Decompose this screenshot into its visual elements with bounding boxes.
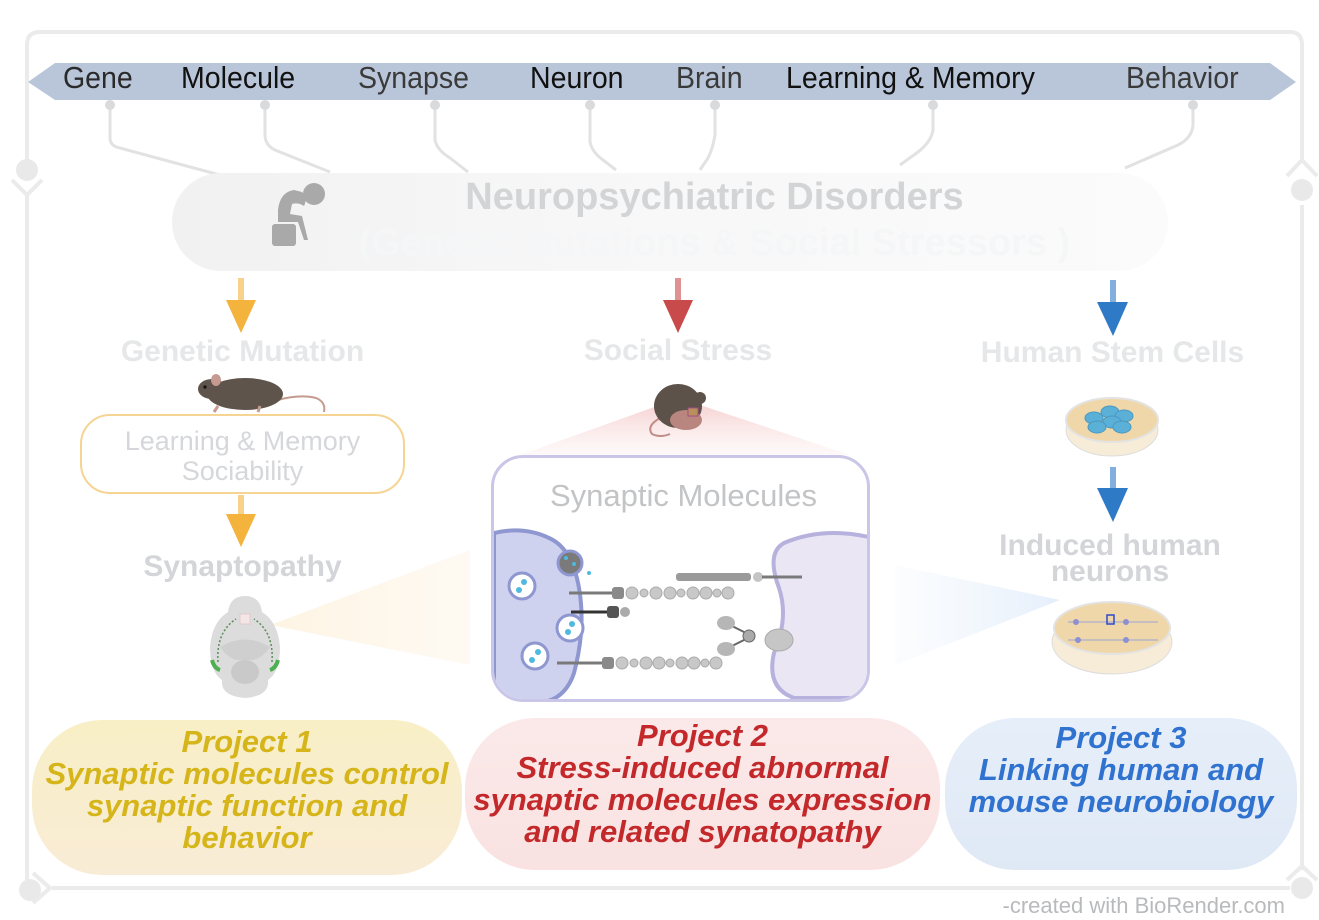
zoom-cone-project2 xyxy=(520,405,850,455)
scale-label-neuron: Neuron xyxy=(530,60,624,95)
stem-cell-dish-icon xyxy=(1065,397,1159,457)
disorders-banner xyxy=(172,173,1168,271)
scale-label-brain: Brain xyxy=(676,60,743,95)
stressed-mouse-icon xyxy=(649,384,706,437)
disorders-subtitle: (Genetic Mutations & Social Stressors ) xyxy=(358,222,1071,264)
project-1-card: Project 1 Synaptic molecules control syn… xyxy=(32,720,462,875)
project-1-line-2: synaptic function and xyxy=(86,788,408,823)
scale-label-synapse: Synapse xyxy=(358,60,469,95)
learning-memory-sociability-box: Learning & Memory Sociability xyxy=(80,414,405,494)
project-2-line-1: Stress-induced abnormal xyxy=(516,750,889,785)
outer-frame xyxy=(10,30,1319,905)
project-2-line-2: synaptic molecules expression xyxy=(473,782,932,817)
neurons-text: neurons xyxy=(1050,555,1170,588)
project-2-title: Project 2 xyxy=(637,718,768,753)
project-3-title: Project 3 xyxy=(1055,720,1187,755)
human-stem-cells-title: Human Stem Cells xyxy=(980,336,1245,369)
scale-connectors xyxy=(108,105,1195,177)
scale-label-learning-memory: Learning & Memory xyxy=(786,60,1035,95)
scale-ticks xyxy=(105,100,1198,110)
project-2-card: Project 2 Stress-induced abnormal synapt… xyxy=(465,718,940,870)
project-1-title: Project 1 xyxy=(181,724,313,759)
synaptic-molecules-title: Synaptic Molecules xyxy=(549,478,818,513)
project-1-line-1: Synaptic molecules control xyxy=(45,756,449,791)
disorders-title: Neuropsychiatric Disorders xyxy=(465,176,964,218)
biorender-credit: -created with BioRender.com xyxy=(1002,893,1285,918)
scale-label-molecule: Molecule xyxy=(181,60,296,95)
project-3-line-1: Linking human and xyxy=(978,752,1264,787)
genetic-mutation-title: Genetic Mutation xyxy=(120,335,365,368)
scale-label-behavior: Behavior xyxy=(1126,60,1239,95)
person-distressed-icon xyxy=(272,183,325,246)
project-3-line-2: mouse neurobiology xyxy=(968,784,1274,819)
arrow-synaptopathy xyxy=(226,495,256,547)
arrow-human-stem-cells xyxy=(1097,280,1128,336)
scale-bar xyxy=(28,63,1296,100)
zoom-cone-project1 xyxy=(270,550,470,665)
zoom-cone-project3 xyxy=(895,565,1060,665)
scale-label-gene: Gene xyxy=(63,60,133,95)
neuron-dish-icon xyxy=(1051,601,1173,675)
project-1-line-3: behavior xyxy=(182,820,312,855)
arrow-social-stress xyxy=(663,278,693,333)
arrow-genetic-mutation xyxy=(226,278,256,333)
learning-memory-text: Learning & Memory xyxy=(124,426,361,456)
synaptopathy-title: Synaptopathy xyxy=(143,550,342,583)
mouse-brain-icon xyxy=(210,596,280,698)
project-2-line-3: and related synatopathy xyxy=(524,814,881,849)
frame-nodes xyxy=(16,159,1313,901)
induced-human-text: Induced human xyxy=(999,529,1221,562)
project-3-card: Project 3 Linking human and mouse neurob… xyxy=(945,718,1297,870)
sociability-text: Sociability xyxy=(181,456,304,486)
social-stress-title: Social Stress xyxy=(583,334,773,367)
arrow-induced-neurons xyxy=(1097,467,1128,522)
induced-human-neurons-title: Induced human neurons xyxy=(960,529,1260,588)
synapse-icon xyxy=(494,528,867,699)
synaptic-molecules-box: Synaptic Molecules xyxy=(491,455,870,702)
mouse-icon xyxy=(198,374,326,413)
